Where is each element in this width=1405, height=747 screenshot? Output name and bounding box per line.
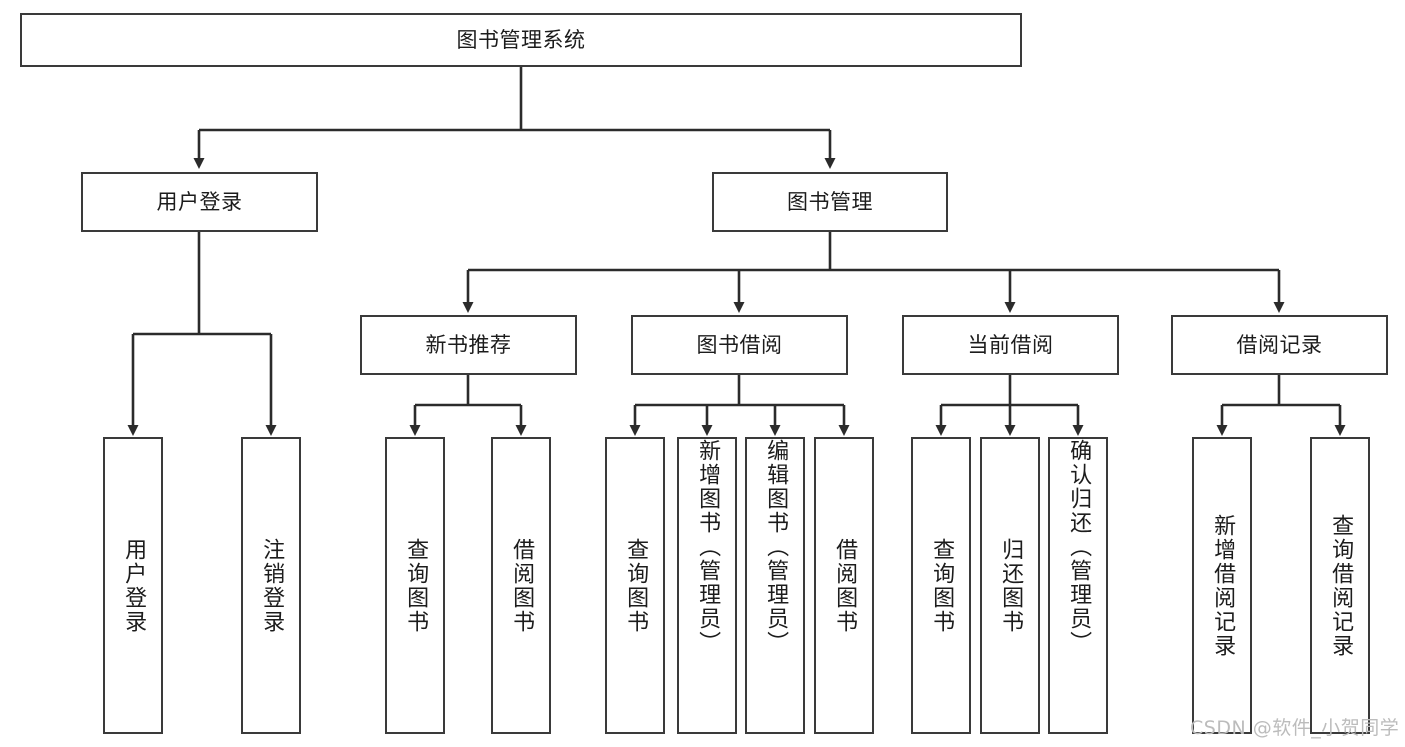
leaf-records-add-record[interactable]: 新增借阅记录 bbox=[1192, 437, 1252, 734]
node-label: 新增图书（管理员） bbox=[695, 439, 721, 655]
csdn-watermark: CSDN @软件_小贺同学 bbox=[1190, 717, 1400, 739]
leaf-current-confirm-return-admin[interactable]: 确认归还（管理员） bbox=[1048, 437, 1108, 734]
node-label: 借阅记录 bbox=[1236, 332, 1323, 357]
leaf-borrow-query-book[interactable]: 查询图书 bbox=[605, 437, 665, 734]
leaf-current-query-book[interactable]: 查询图书 bbox=[911, 437, 971, 734]
leaf-borrow-borrow-book[interactable]: 借阅图书 bbox=[814, 437, 874, 734]
leaf-user-login-logout[interactable]: 注销登录 bbox=[241, 437, 301, 734]
node-label: 借阅图书 bbox=[832, 537, 858, 634]
node-label: 查询图书 bbox=[929, 537, 955, 634]
node-new-book-recommend[interactable]: 新书推荐 bbox=[360, 315, 577, 375]
node-label: 图书借阅 bbox=[696, 332, 783, 357]
node-current-borrow[interactable]: 当前借阅 bbox=[902, 315, 1119, 375]
node-label: 查询借阅记录 bbox=[1328, 513, 1354, 658]
leaf-borrow-edit-book-admin[interactable]: 编辑图书（管理员） bbox=[745, 437, 805, 734]
node-borrow-records[interactable]: 借阅记录 bbox=[1171, 315, 1388, 375]
node-book-management[interactable]: 图书管理 bbox=[712, 172, 948, 232]
node-label: 归还图书 bbox=[998, 537, 1024, 634]
leaf-current-return-book[interactable]: 归还图书 bbox=[980, 437, 1040, 734]
node-label: 图书管理 bbox=[787, 189, 873, 214]
node-label: 借阅图书 bbox=[509, 537, 535, 634]
node-root-system[interactable]: 图书管理系统 bbox=[20, 13, 1022, 67]
node-label: 查询图书 bbox=[403, 537, 429, 634]
leaf-user-login-login[interactable]: 用户登录 bbox=[103, 437, 163, 734]
node-label: 用户登录 bbox=[156, 189, 243, 214]
leaf-new-book-borrow[interactable]: 借阅图书 bbox=[491, 437, 551, 734]
leaf-new-book-query[interactable]: 查询图书 bbox=[385, 437, 445, 734]
node-label: 图书管理系统 bbox=[456, 27, 586, 52]
node-book-borrow[interactable]: 图书借阅 bbox=[631, 315, 848, 375]
node-label: 当前借阅 bbox=[967, 332, 1054, 357]
node-user-login[interactable]: 用户登录 bbox=[81, 172, 318, 232]
node-label: 新增借阅记录 bbox=[1210, 513, 1236, 658]
node-label: 编辑图书（管理员） bbox=[763, 439, 789, 655]
node-label: 查询图书 bbox=[623, 537, 649, 634]
node-label: 确认归还（管理员） bbox=[1066, 439, 1092, 655]
leaf-records-query-record[interactable]: 查询借阅记录 bbox=[1310, 437, 1370, 734]
leaf-borrow-add-book-admin[interactable]: 新增图书（管理员） bbox=[677, 437, 737, 734]
node-label: 用户登录 bbox=[121, 537, 147, 634]
node-label: 新书推荐 bbox=[425, 332, 512, 357]
node-label: 注销登录 bbox=[259, 537, 285, 634]
